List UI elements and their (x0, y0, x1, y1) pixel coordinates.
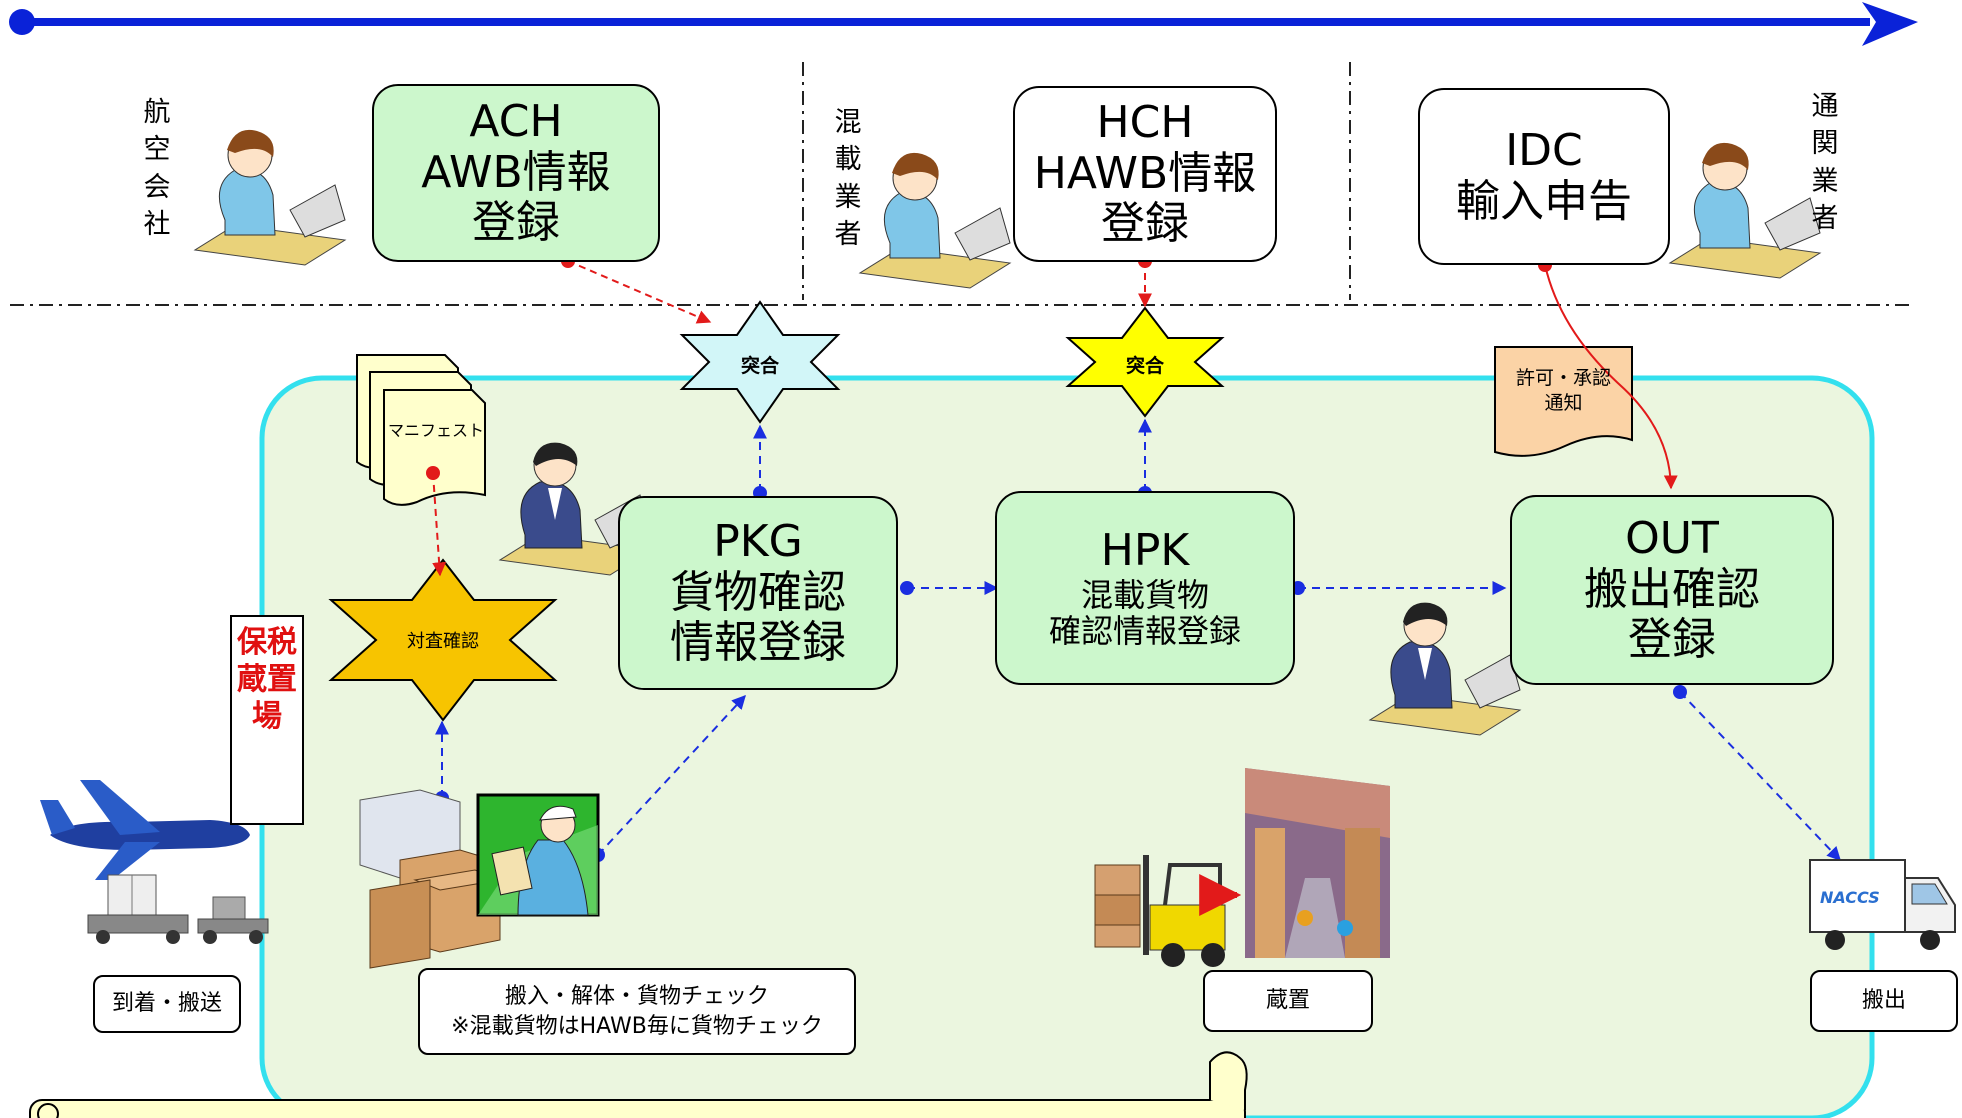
hpk-line-3: 確認情報登録 (1048, 612, 1241, 651)
airplane-illustration (40, 780, 250, 880)
pkg-line-3: 情報登録 (670, 617, 846, 669)
role-broker-label: 通関業者 (1811, 91, 1839, 234)
ach-line-3: 登録 (472, 197, 560, 249)
forklift-illustration (1094, 855, 1242, 967)
cargo-boxes-illustration (359, 789, 502, 969)
out-code: OUT (1625, 513, 1719, 565)
permit-note-line-1: 許可・承認 (1515, 367, 1611, 389)
idc-code: IDC (1505, 124, 1583, 176)
woman-operator-broker-illustration (1668, 142, 1822, 279)
out-line-3: 登録 (1628, 614, 1716, 666)
delivery-truck-illustration: NACCS (1809, 859, 1956, 950)
pkg-box: PKG 貨物確認 情報登録 (618, 496, 898, 690)
ach-code: ACH (469, 96, 563, 148)
man-operator-out-illustration (1368, 602, 1522, 736)
blue-arrows (435, 418, 1841, 862)
inspection-star-label: 対査確認 (407, 631, 479, 652)
hch-code: HCH (1096, 97, 1194, 149)
match-star-1 (679, 300, 841, 424)
arrival-text: 到着・搬送 (111, 991, 222, 1017)
match-star-1-label: 突合 (740, 355, 779, 377)
role-airline-label: 航空会社 (143, 97, 171, 240)
red-arrows (426, 254, 1678, 577)
note-scroll (29, 1051, 1248, 1118)
hch-line-3: 登録 (1101, 198, 1189, 250)
bonded-area-label: 保税蔵置場 (230, 615, 304, 825)
match-star-2-label: 突合 (1125, 355, 1164, 377)
truck-logo: NACCS (1820, 888, 1880, 907)
dispatch-text: 搬出 (1861, 988, 1906, 1014)
dispatch-label: 搬出 (1810, 970, 1958, 1032)
hch-line-2: HAWB情報 (1033, 147, 1257, 199)
pkg-code: PKG (713, 516, 803, 568)
storage-label: 蔵置 (1203, 970, 1373, 1032)
out-line-2: 搬出確認 (1584, 563, 1760, 615)
idc-box: IDC 輸入申告 (1418, 88, 1670, 265)
role-consolidator-label: 混載業者 (834, 107, 862, 250)
warehouse-illustration (1245, 768, 1390, 958)
cargo-check-line-1: 搬入・解体・貨物チェック (504, 983, 769, 1009)
permit-note-line-2: 通知 (1544, 391, 1583, 414)
storage-text: 蔵置 (1265, 988, 1310, 1014)
woman-operator-airline-illustration (193, 129, 347, 266)
permit-note-shape (1494, 346, 1633, 457)
permit-note-label: 許可・承認 通知 (1495, 366, 1632, 415)
hpk-box: HPK 混載貨物 確認情報登録 (995, 491, 1295, 685)
idc-line-2: 輸入申告 (1456, 175, 1632, 227)
worker-clipboard-illustration (476, 793, 600, 917)
cargo-cart-illustration (87, 874, 269, 944)
ach-box: ACH AWB情報 登録 (372, 84, 660, 262)
timeline-arrow (9, 2, 1918, 46)
out-box: OUT 搬出確認 登録 (1510, 495, 1834, 685)
cargo-check-line-2: ※混載貨物はHAWB毎に貨物チェック (451, 1013, 823, 1039)
manifest-label: マニフェスト (387, 421, 484, 440)
match-star-2 (1065, 306, 1225, 418)
pkg-line-2: 貨物確認 (670, 566, 846, 618)
cargo-check-label: 搬入・解体・貨物チェック ※混載貨物はHAWB毎に貨物チェック (418, 968, 856, 1055)
manifest-document (356, 354, 486, 506)
hch-box: HCH HAWB情報 登録 (1013, 86, 1277, 262)
arrival-label: 到着・搬送 (93, 975, 241, 1033)
ach-line-2: AWB情報 (421, 146, 611, 198)
hpk-code: HPK (1100, 524, 1190, 576)
woman-operator-consolidator-illustration (858, 152, 1012, 289)
hpk-line-2: 混載貨物 (1080, 575, 1209, 614)
inspection-star (328, 558, 558, 722)
